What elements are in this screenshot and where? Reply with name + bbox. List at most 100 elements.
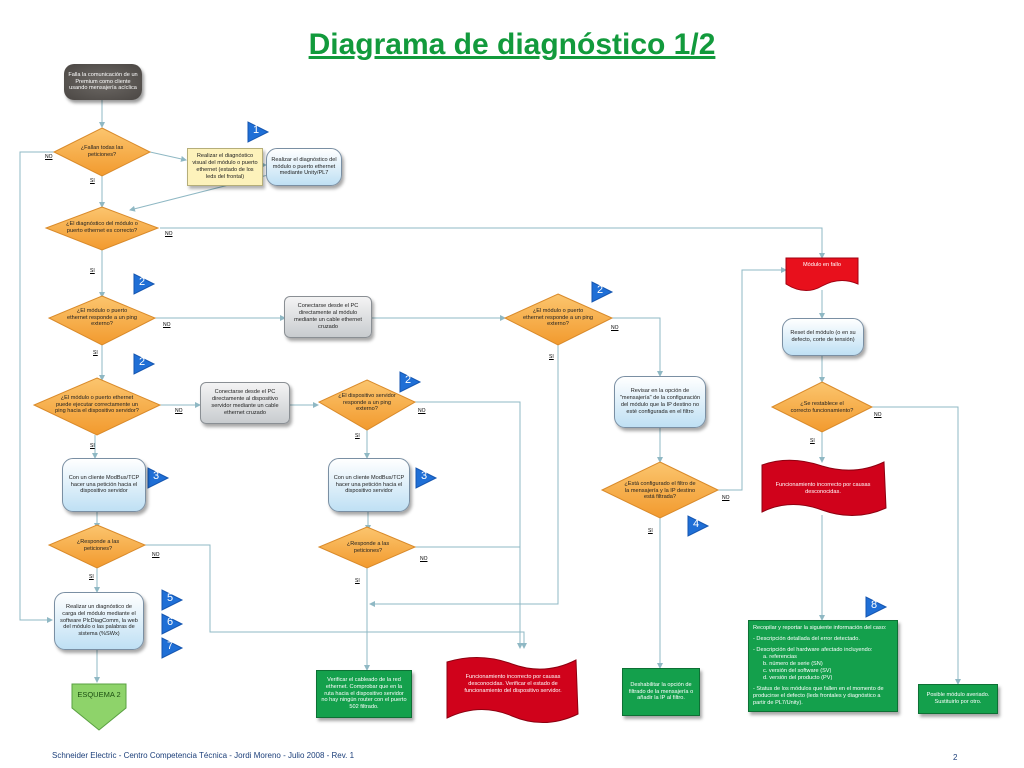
- connector: [872, 406, 961, 685]
- recopilar-item: a. referencias: [763, 653, 797, 660]
- flag-func-incorrecto2: [446, 656, 579, 724]
- label-si: SI: [549, 354, 554, 360]
- modulo-fallo-text: Módulo en fallo: [803, 262, 841, 268]
- badge-2d: 2: [404, 374, 412, 386]
- badge-shape-1: [247, 121, 270, 143]
- label-no: NO: [722, 495, 730, 501]
- diamond-filtrado-text: ¿Está configurado el filtro de la mensaj…: [624, 480, 696, 501]
- revisar-opcion-box: Revisar en la opción de "mensajería" de …: [614, 376, 706, 428]
- page-title: Diagrama de diagnóstico 1/2: [308, 28, 716, 61]
- badge-4: 4: [692, 518, 700, 530]
- diamond-responde2: [317, 526, 417, 569]
- badge-5: 5: [166, 592, 174, 604]
- posible-averiado-box: Posible módulo averiado. Sustituirlo por…: [918, 684, 998, 714]
- diamond-responde1: [47, 524, 147, 569]
- connector: [160, 227, 825, 259]
- realizar-visual-box: Realizar el diagnóstico visual del módul…: [187, 148, 263, 186]
- badge-2b: 2: [596, 284, 604, 296]
- page-number: 2: [953, 753, 958, 762]
- badge-2c: 2: [138, 356, 146, 368]
- badge-shape-6: [161, 613, 184, 635]
- label-si: SI: [93, 350, 98, 356]
- recopilar-item: - Descripción detallada del error detect…: [753, 635, 860, 642]
- diamond-responde1-text: ¿Responde a las peticiones?: [76, 539, 120, 552]
- label-si: SI: [355, 578, 360, 584]
- recopilar-item: - Descripción del hardware afectado incl…: [753, 646, 873, 653]
- conectarse-pc1-box: Conectarse desde el PC directamente al m…: [284, 296, 372, 338]
- label-no: NO: [152, 552, 160, 558]
- badge-shape-5: [161, 589, 184, 611]
- diamond-fallan-todas-text: ¿Fallan todas las peticiones?: [80, 145, 124, 158]
- connector: [718, 267, 787, 491]
- esquema2-text: ESQUEMA 2: [77, 690, 121, 700]
- badge-2a: 2: [138, 276, 146, 288]
- diamond-restablece-text: ¿Se restablece el correcto funcionamient…: [790, 401, 854, 414]
- flag-func-incorrecto1: [761, 459, 887, 517]
- badge-shape-2c: [133, 353, 156, 375]
- diamond-correcto-text: ¿El diagnóstico del módulo o puerto ethe…: [66, 221, 138, 234]
- label-no: NO: [611, 325, 619, 331]
- connector: [612, 317, 663, 377]
- diamond-ping1-text: ¿El módulo o puerto ethernet responde a …: [67, 307, 137, 328]
- diamond-correcto: [44, 206, 160, 251]
- label-no: NO: [175, 408, 183, 414]
- recopilar-item: c. versión del software (SV): [763, 667, 832, 674]
- deshabilitar-box: Deshabilitar la opción de filtrado de la…: [622, 668, 700, 716]
- badge-6: 6: [166, 616, 174, 628]
- diamond-fallan-todas: [52, 127, 152, 177]
- connector: [369, 401, 521, 607]
- recopilar-item: d. versión del producto (PV): [763, 674, 833, 681]
- diamond-shapes: [32, 127, 874, 569]
- label-si: SI: [89, 574, 94, 580]
- label-no: NO: [420, 556, 428, 562]
- badge-shape-8: [865, 596, 888, 618]
- diamond-responde2-text: ¿Responde a las peticiones?: [346, 541, 390, 554]
- realizar-carga-box: Realizar un diagnóstico de carga del mód…: [54, 592, 144, 650]
- verificar-cableado-box: Verificar el cableado de la red ethernet…: [316, 670, 412, 718]
- realizar-unity-box: Realizar el diagnóstico del módulo o pue…: [266, 148, 342, 186]
- badge-shape-2b: [591, 281, 614, 303]
- diamond-ping1: [47, 295, 157, 346]
- recopilar-item: b. número de serie (SN): [763, 660, 823, 667]
- recopilar-box: Recopilar y reportar la siguiente inform…: [748, 620, 898, 712]
- label-no: NO: [874, 412, 882, 418]
- esquema2-arrow: [71, 683, 127, 731]
- diamond-ping2-text: ¿El módulo o puerto ethernet responde a …: [523, 307, 593, 328]
- label-si: SI: [90, 268, 95, 274]
- diamond-restablece: [770, 381, 874, 433]
- badge-shape-3b: [415, 467, 438, 489]
- conectarse-pc2-box: Conectarse desde el PC directamente al d…: [200, 382, 290, 424]
- label-si: SI: [648, 528, 653, 534]
- badge-3a: 3: [152, 470, 160, 482]
- badge-shape-7: [161, 637, 184, 659]
- label-si: SI: [90, 178, 95, 184]
- diamond-ping2: [503, 293, 614, 346]
- label-si: SI: [90, 443, 95, 449]
- connector: [19, 151, 55, 623]
- connector: [149, 151, 187, 162]
- badge-7: 7: [166, 640, 174, 652]
- diamond-ping-servidor-text: ¿El módulo o puerto ethernet puede ejecu…: [55, 394, 139, 415]
- label-si: SI: [355, 433, 360, 439]
- diamond-filtrado: [600, 461, 720, 519]
- cliente-modbus1-box: Con un cliente ModBus/TCP hacer una peti…: [62, 458, 146, 512]
- label-si: SI: [810, 438, 815, 444]
- label-no: NO: [45, 154, 53, 160]
- badge-shape-2a: [133, 273, 156, 295]
- cliente-modbus2-box: Con un cliente ModBus/TCP hacer una peti…: [328, 458, 410, 512]
- diamond-ping-servidor: [32, 377, 162, 436]
- badge-shape-2d: [399, 371, 422, 393]
- connector: [145, 544, 527, 649]
- diamond-servidor-ping: [317, 379, 417, 431]
- label-no: NO: [165, 231, 173, 237]
- connector: [415, 546, 523, 649]
- recopilar-title: Recopilar y reportar la siguiente inform…: [753, 625, 887, 631]
- badge-1: 1: [252, 124, 260, 136]
- func-incorrecto1-text: Funcionamiento incorrecto por causas des…: [775, 482, 871, 495]
- label-no: NO: [418, 408, 426, 414]
- badge-shape-4: [687, 515, 710, 537]
- recopilar-item: - Status de los módulos que fallen en el…: [753, 685, 884, 706]
- badge-8: 8: [870, 599, 878, 611]
- flag-modulo-fallo: [785, 257, 859, 291]
